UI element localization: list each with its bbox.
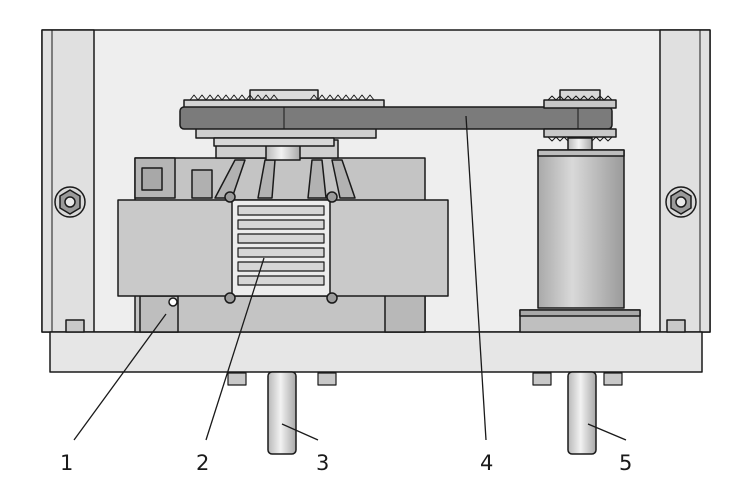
leader-line-2 bbox=[205, 257, 265, 441]
left-bolt-icon bbox=[54, 186, 86, 218]
nut-2 bbox=[317, 372, 337, 386]
right-bolt-icon bbox=[665, 186, 697, 218]
callout-1: 1 bbox=[60, 451, 73, 475]
leader-line-1 bbox=[73, 313, 167, 441]
nut-4 bbox=[603, 372, 623, 386]
housing-left-side bbox=[41, 29, 95, 333]
large-pulley bbox=[183, 89, 385, 147]
small-pulley bbox=[543, 89, 617, 151]
callout-5: 5 bbox=[619, 451, 632, 475]
callout-3: 3 bbox=[316, 451, 329, 475]
callout-2: 2 bbox=[196, 451, 209, 475]
housing-right-side bbox=[659, 29, 711, 333]
output-shaft-left bbox=[267, 371, 297, 455]
nut-3 bbox=[532, 372, 552, 386]
right-cylinder bbox=[519, 149, 641, 333]
callout-4: 4 bbox=[480, 451, 493, 475]
output-shaft-right bbox=[567, 371, 597, 455]
leader-line-4 bbox=[465, 115, 487, 441]
motor-stator bbox=[117, 191, 449, 304]
drive-belt bbox=[179, 106, 613, 130]
nut-1 bbox=[227, 372, 247, 386]
leader-line-3 bbox=[281, 423, 319, 441]
leader-line-5 bbox=[587, 423, 627, 441]
